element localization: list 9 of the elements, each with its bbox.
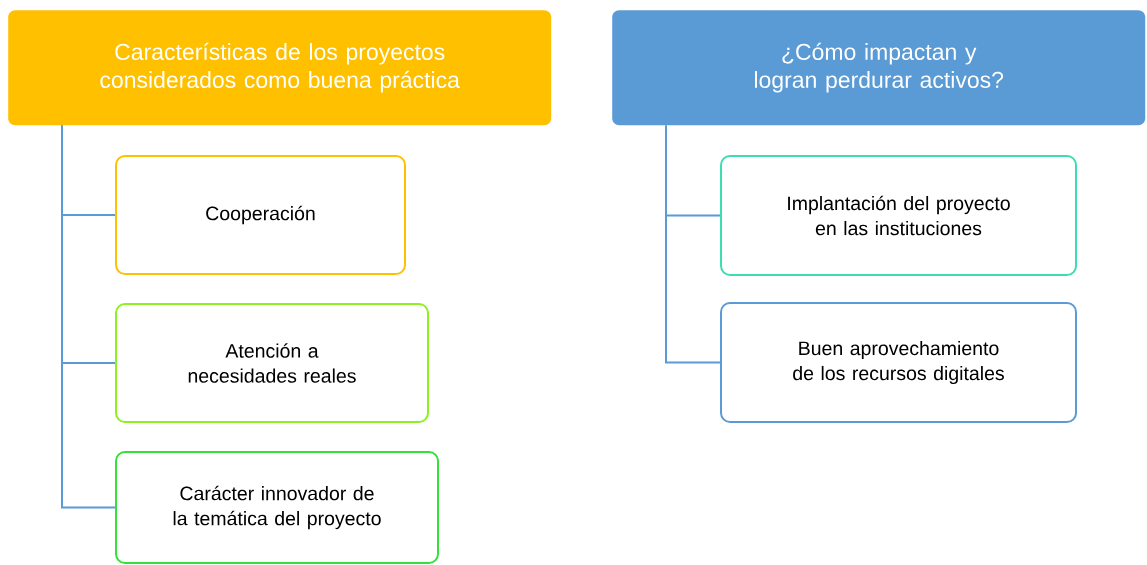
connector-line <box>665 124 721 364</box>
connector-line <box>61 124 116 509</box>
header-box: ¿Cómo impactan y logran perdurar activos? <box>612 10 1146 126</box>
item-box: Carácter innovador de la temática del proyecto <box>115 451 439 564</box>
item-box: Buen aprovechamiento de los recursos digitales <box>720 302 1077 423</box>
item-box: Implantación del proyecto en las instituciones <box>720 155 1077 276</box>
header-box: Características de los proyectos considerados como buena práctica <box>8 10 552 126</box>
item-box: Atención a necesidades reales <box>115 303 429 423</box>
item-box: Cooperación <box>115 155 406 275</box>
